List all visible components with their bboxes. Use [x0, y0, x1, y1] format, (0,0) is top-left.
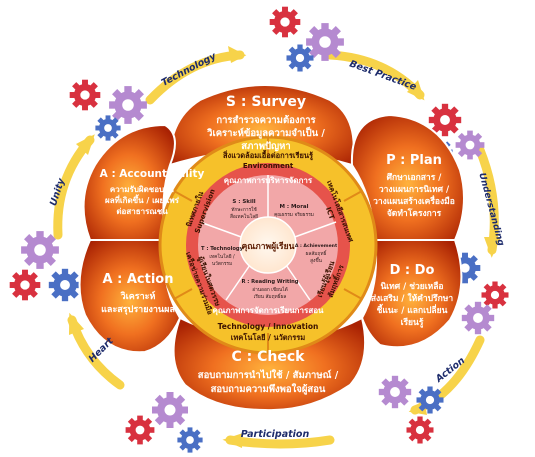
action-title: A : Action	[103, 272, 174, 287]
cell-technology-3: นวัตกรรม	[212, 261, 232, 267]
gear-icon	[461, 301, 495, 335]
cell-technology-1: T : Technology	[201, 246, 244, 252]
accountability-title: A : Accountability	[100, 168, 205, 180]
gear-icon	[455, 130, 485, 160]
survey-line-3: สภาพปัญหา	[241, 140, 290, 152]
flow-arrow-technology	[145, 50, 245, 105]
flow-arrow-participation	[225, 435, 335, 449]
cell-skill-2: ทักษะการใช้	[231, 206, 257, 213]
petal-accountability	[82, 123, 176, 241]
do-line-3: ชี้แนะ / แลกเปลี่ยน	[377, 303, 448, 316]
survey-line-2: วิเคราะห์ข้อมูลความจำเป็น /	[206, 126, 325, 140]
flow-label-technology: Technology	[160, 50, 219, 88]
cell-reading-1: R : Reading Writing	[241, 279, 298, 285]
ring-bottom-line-2: เทคโนโลยี / นวัตกรรม	[231, 332, 305, 342]
cell-skill-3: สื่อเทคโนโลยี	[230, 213, 258, 220]
do-line-4: เรียนรู้	[401, 317, 424, 328]
cell-reading-3: เรียน สัมฤทธิ์ผล	[254, 292, 287, 300]
accountability-line-1: ความรับผิดชอบต่อ	[110, 185, 174, 194]
flow-arrow-best-practice-head	[407, 80, 425, 101]
ring-top-line-2: Environment	[243, 162, 294, 170]
plan-line-2: วางแผนการนิเทศ /	[379, 184, 450, 195]
ring-top-line-1: สิ่งแวดล้อมเอื้อต่อการเรียนรู้	[223, 149, 314, 161]
gear-icon	[177, 427, 203, 453]
gear-icon	[269, 6, 301, 38]
cell-reading-2: อ่านออก เขียนได้	[252, 286, 288, 293]
flow-arrow-heart-head	[69, 312, 84, 335]
flow-arrow-understanding-head	[484, 237, 501, 258]
check-line-2: สอบถามความพึงพอใจผู้สอน	[211, 383, 326, 396]
gear-icon	[21, 231, 59, 269]
inner-ring-bottom-label: คุณภาพการจัดการเรียนการสอน	[213, 305, 324, 316]
survey-line-1: การสำรวจความต้องการ	[216, 114, 316, 126]
ring-right-top-line-2: ICT	[324, 206, 336, 221]
cell-achievement-3: สูงขึ้น	[310, 256, 323, 264]
plan-line-3: วางแผนสร้างเครื่องมือ	[373, 194, 455, 207]
inner-ring	[186, 163, 350, 327]
gear-icon	[416, 386, 444, 414]
gear-icon	[69, 79, 101, 111]
gear-icon	[48, 268, 82, 302]
check-title: C : Check	[232, 349, 306, 365]
flow-arrows	[53, 46, 501, 449]
check-line-1: สอบถามการนำไปใช้ / สัมภาษณ์ /	[198, 369, 339, 381]
gear-icon	[378, 375, 412, 409]
cell-technology-2: เทคโนโลยี /	[209, 253, 235, 260]
gear-icon	[9, 269, 41, 301]
cell-achievement-1: A : Achievement	[295, 243, 338, 249]
survey-title: S : Survey	[226, 94, 306, 110]
plan-line-4: จัดทำโครงการ	[387, 208, 442, 219]
gear-icon	[286, 44, 314, 72]
gear-icon	[306, 23, 344, 61]
do-title: D : Do	[390, 263, 435, 278]
cell-skill-1: S : Skill	[232, 199, 255, 205]
action-line-1: วิเคราะห์	[120, 290, 156, 302]
gear-icon	[481, 281, 509, 309]
gear-icon	[152, 392, 188, 428]
plan-line-1: ศึกษาเอกสาร /	[387, 172, 443, 183]
flow-label-participation: Participation	[241, 429, 310, 440]
petal-do	[360, 239, 463, 349]
do-line-2: ส่งเสริม / ให้คำปรึกษา	[371, 293, 454, 304]
inner-ring-top-label: คุณภาพการบริหารจัดการ	[224, 176, 313, 186]
do-line-1: นิเทศ / ช่วยเหลือ	[380, 281, 443, 292]
gear-icon	[406, 416, 434, 444]
action-line-2: และสรุปรายงานผล	[101, 304, 175, 315]
flow-arrow-unity-head	[76, 134, 95, 155]
cell-moral-1: M : Moral	[279, 204, 308, 210]
flow-arrow-participation-head	[222, 433, 243, 448]
accountability-line-3: ต่อสาธารณชน	[116, 207, 168, 216]
plan-title: P : Plan	[386, 153, 442, 168]
core-label: คุณภาพผู้เรียน	[242, 241, 295, 252]
flow-arrow-technology-head	[228, 46, 247, 63]
gear-icon	[95, 115, 121, 141]
ring-bottom-line-1: Technology / Innovation	[218, 322, 319, 331]
gear-icon	[125, 415, 155, 445]
cell-moral-2: คุณธรรม จริยธรรม	[274, 212, 314, 218]
accountability-line-2: ผลที่เกิดขึ้น / เผยแพร่	[105, 194, 180, 205]
cell-achievement-2: ผลสัมฤทธิ์	[306, 249, 328, 257]
